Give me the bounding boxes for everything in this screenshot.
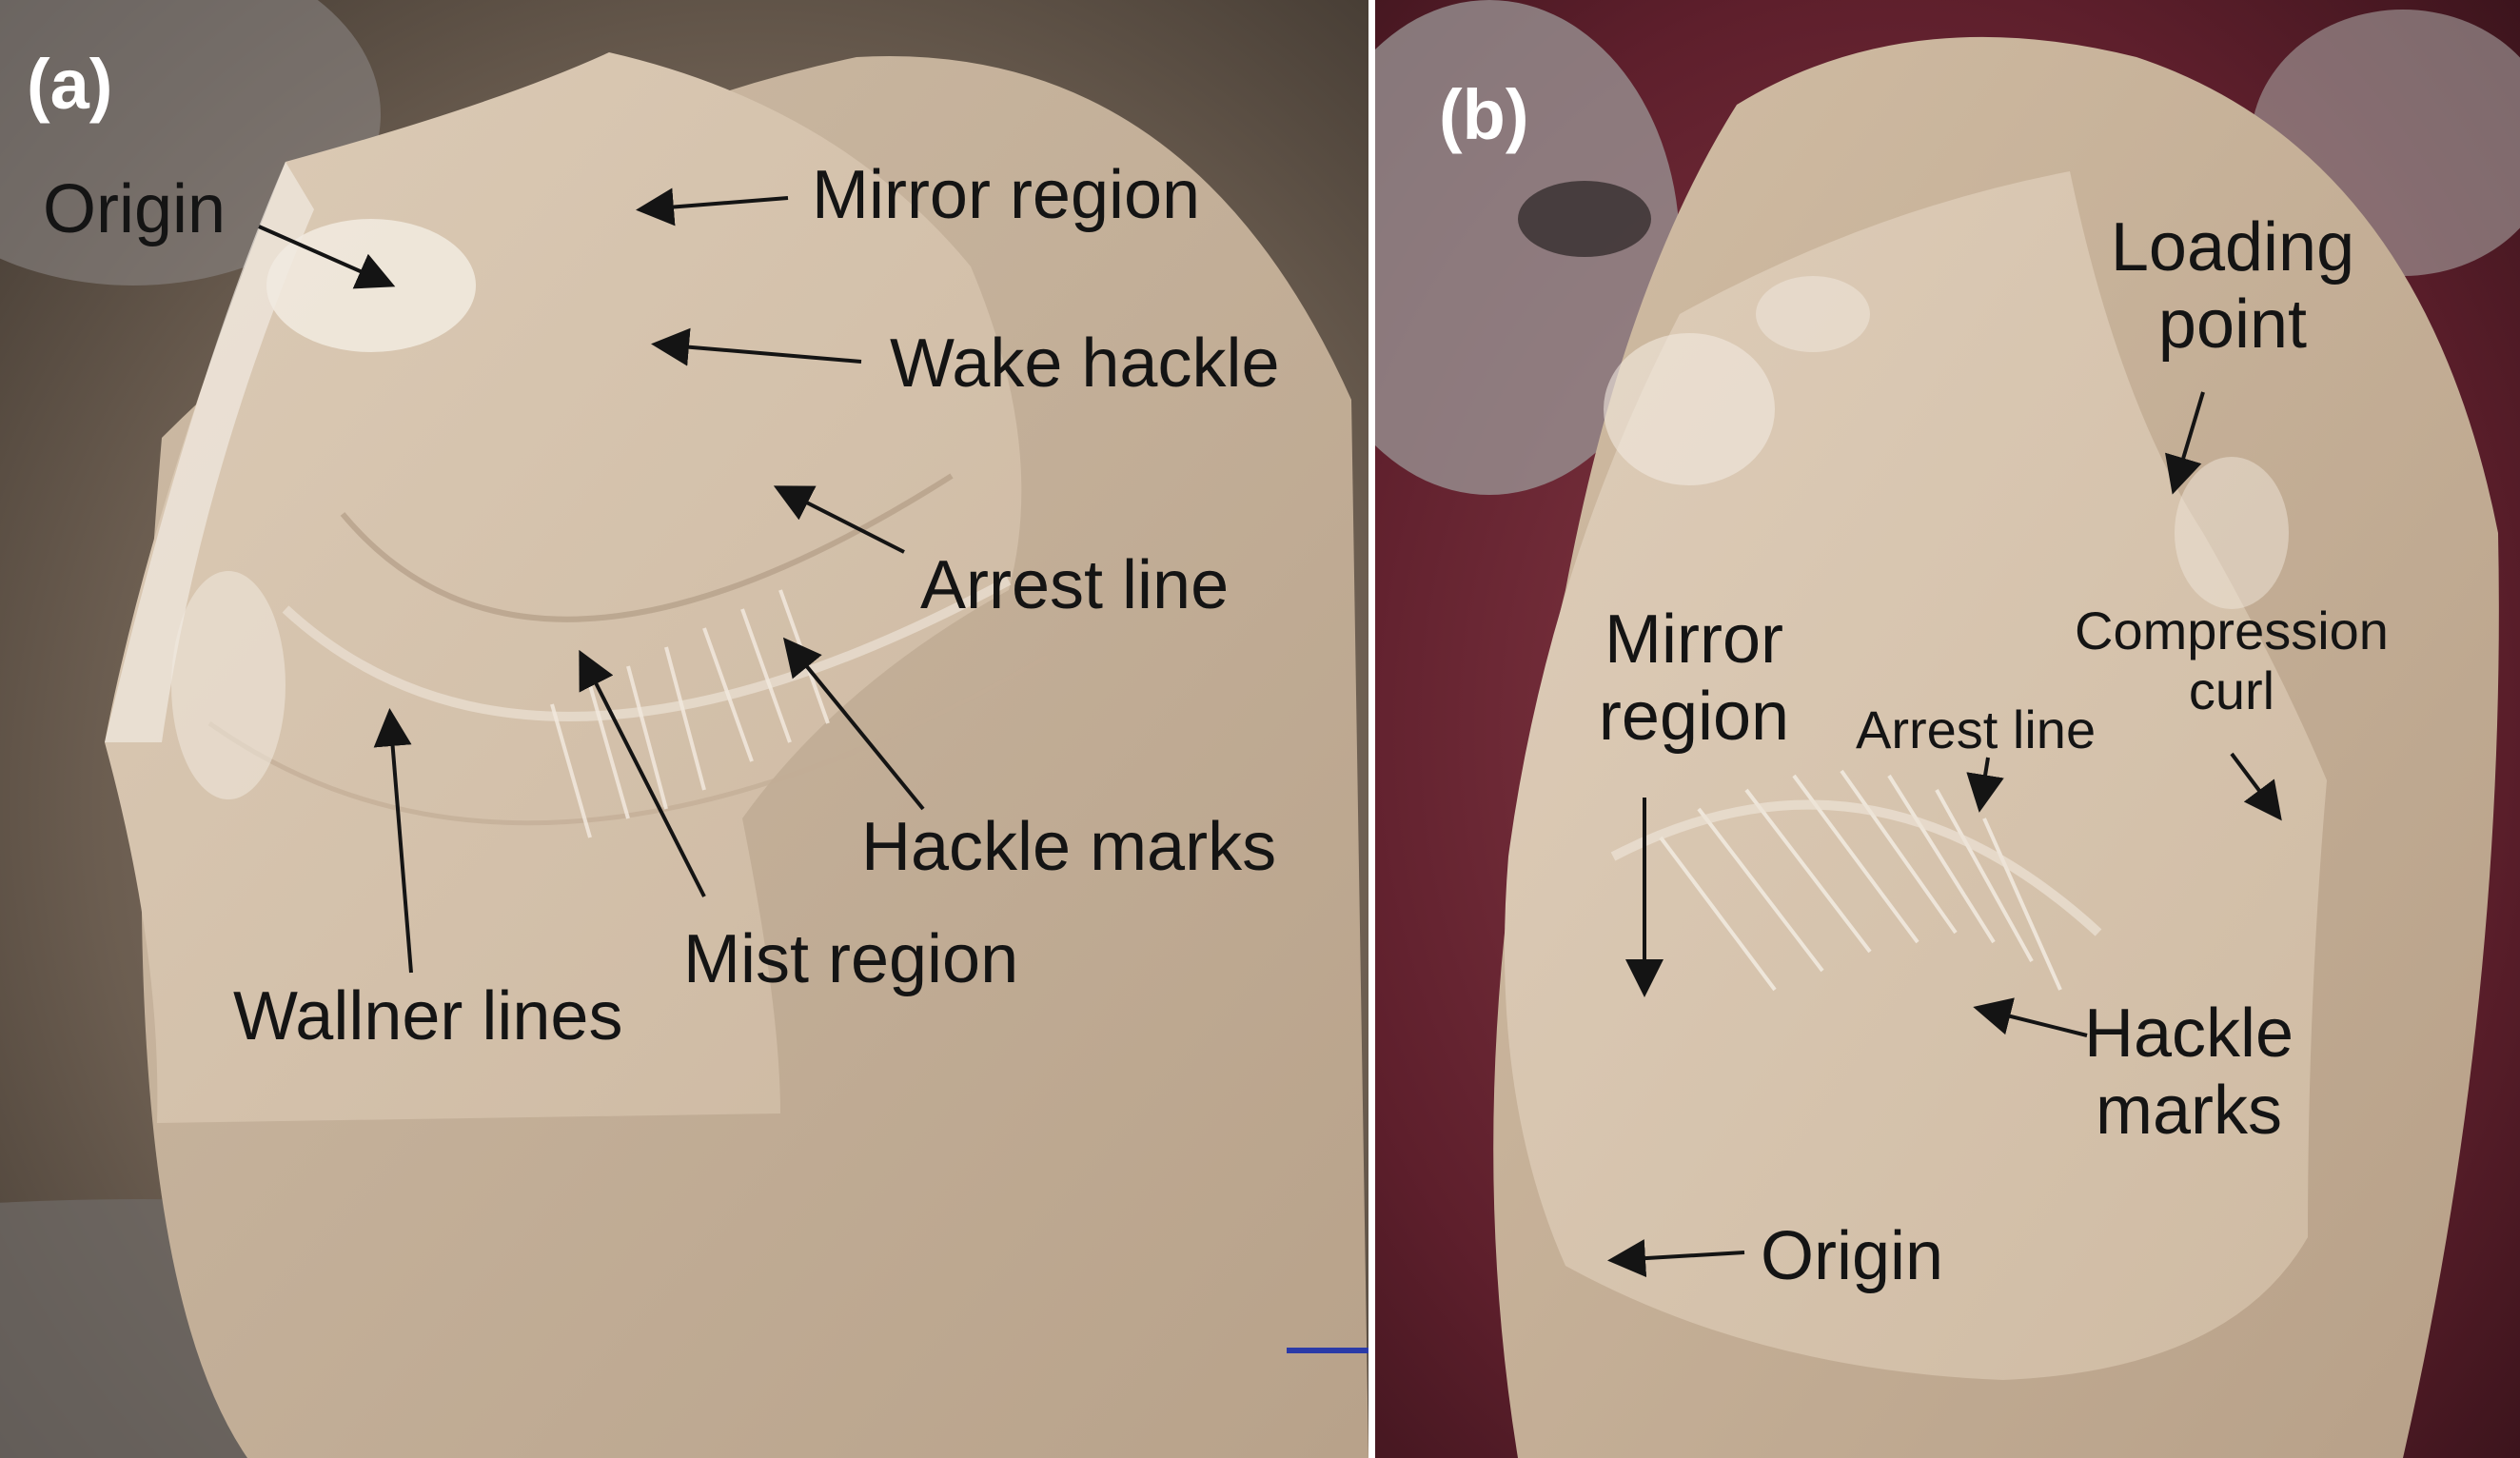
label-origin-b: Origin xyxy=(1761,1218,1944,1294)
label-compression-curl-line-1: Compression xyxy=(2075,601,2389,660)
panel-a: (a) Origin Mirror region Wake hackle Arr… xyxy=(0,0,1368,1458)
label-mirror-region-line-1: Mirror xyxy=(1605,601,1783,678)
panel-b-photo xyxy=(1375,0,2520,1458)
label-loading-point-line-2: point xyxy=(2157,286,2308,363)
label-hackle-marks-line-1: Hackle xyxy=(2083,995,2294,1072)
panel-a-photo xyxy=(0,0,1368,1458)
label-origin-a: Origin xyxy=(43,171,226,247)
label-loading-point-line-1: Loading xyxy=(2110,209,2355,286)
label-wake-hackle-a: Wake hackle xyxy=(890,325,1280,402)
label-mist-region-a: Mist region xyxy=(683,921,1019,997)
label-hackle-marks-a: Hackle marks xyxy=(861,809,1277,885)
panel-label-a: (a) xyxy=(27,45,113,124)
scale-bar xyxy=(1287,1348,1368,1353)
label-loading-point-b: Loading point xyxy=(2076,209,2390,363)
label-compression-curl-b: Compression curl xyxy=(2051,601,2412,720)
label-arrest-line-b: Arrest line xyxy=(1856,699,2097,759)
label-mirror-region-a: Mirror region xyxy=(812,157,1201,233)
label-mirror-region-line-2: region xyxy=(1598,678,1790,755)
label-hackle-marks-line-2: marks xyxy=(2096,1072,2282,1149)
label-wallner-lines-a: Wallner lines xyxy=(233,978,623,1054)
label-mirror-region-b: Mirror region xyxy=(1561,601,1827,755)
panel-b: (b) Loading point Compression curl Mirro… xyxy=(1375,0,2520,1458)
label-arrest-line-a: Arrest line xyxy=(920,547,1230,623)
panel-label-b: (b) xyxy=(1439,75,1529,154)
label-compression-curl-line-2: curl xyxy=(2188,660,2275,720)
label-hackle-marks-b: Hackle marks xyxy=(2051,995,2327,1149)
